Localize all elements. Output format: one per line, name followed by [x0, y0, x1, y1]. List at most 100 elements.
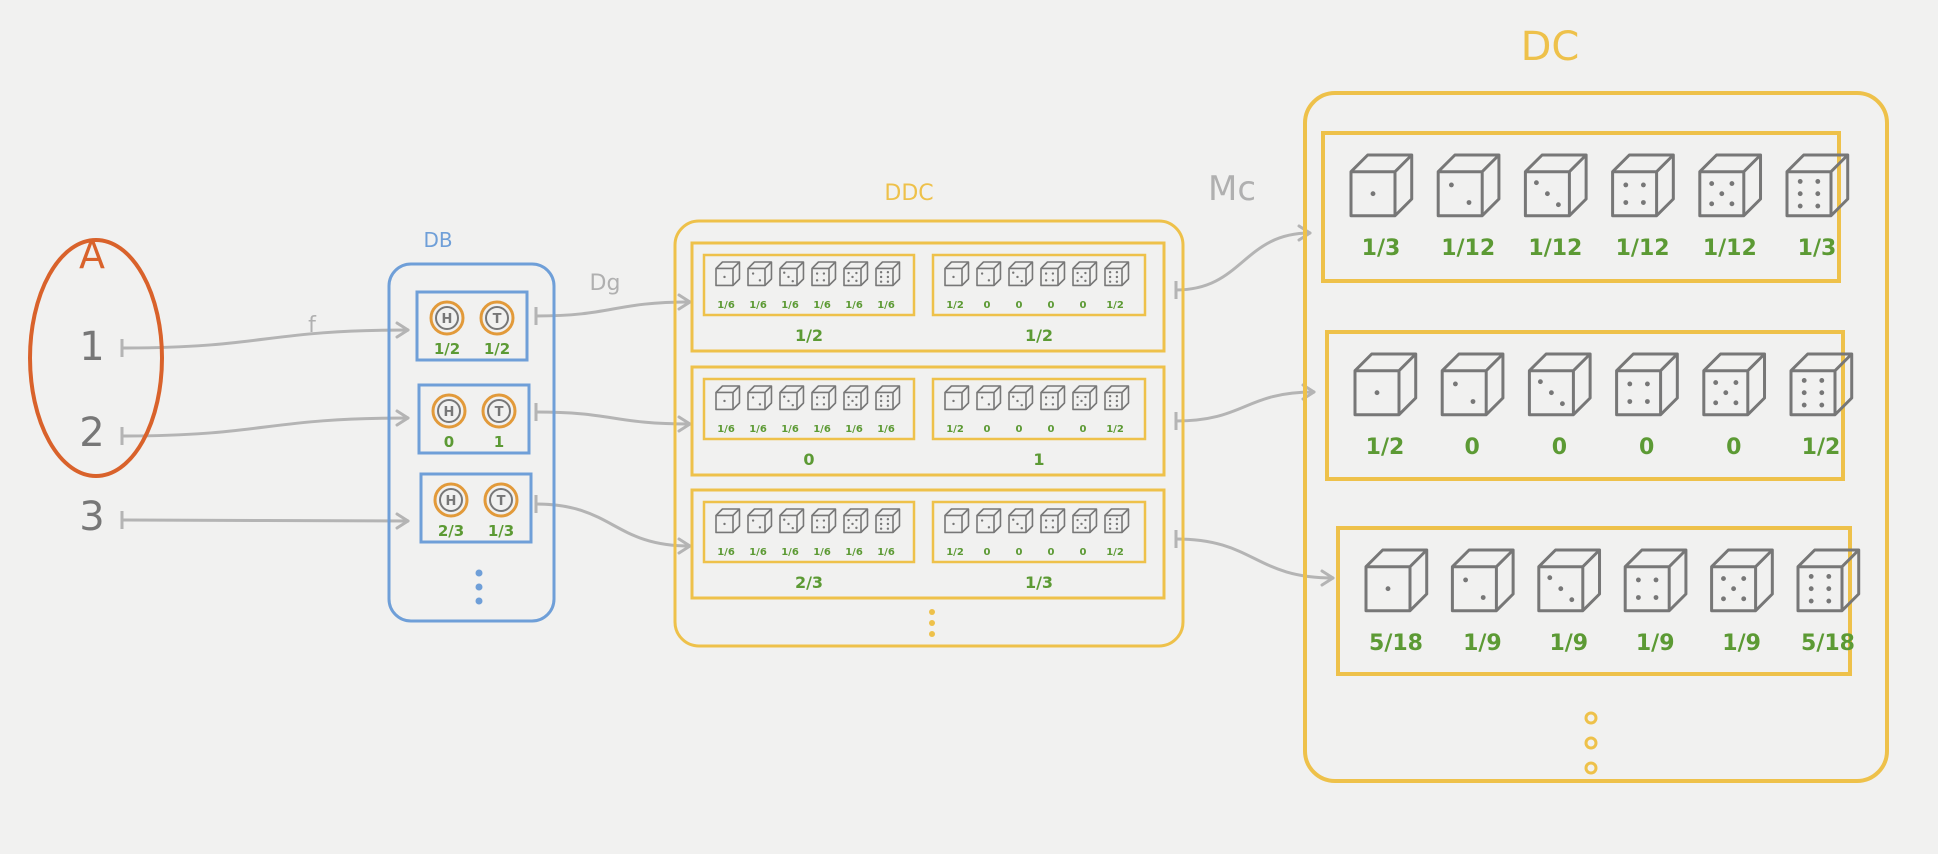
small-die-prob: 0	[1016, 424, 1023, 435]
die-outline	[1440, 352, 1505, 417]
die-pip	[1448, 182, 1454, 188]
die-pip	[1797, 178, 1803, 184]
die-edges	[780, 385, 805, 410]
die-pip	[751, 272, 755, 275]
die-pip	[1115, 404, 1119, 407]
small-die-prob: 1/6	[749, 547, 767, 558]
large-die-1	[1364, 548, 1429, 613]
small-die-prob: 0	[1048, 300, 1055, 311]
die-edges	[844, 508, 869, 533]
large-die-4	[1615, 352, 1679, 417]
die-pip	[952, 399, 955, 403]
large-die-prob: 1/2	[1366, 435, 1405, 460]
small-die-2	[747, 261, 773, 287]
die-outline	[843, 508, 869, 534]
die-outline	[1364, 548, 1429, 613]
die-edges	[1442, 352, 1504, 415]
die-edges	[1438, 153, 1500, 216]
large-die-prob: 0	[1552, 435, 1567, 460]
small-die-5	[1072, 261, 1098, 287]
die-pip	[855, 279, 858, 283]
die-edges	[1009, 508, 1034, 533]
ddc-inner-distribution-box	[702, 500, 916, 564]
die-pip	[822, 396, 826, 399]
die-pip	[1533, 180, 1539, 186]
die-pip	[1627, 399, 1633, 404]
die-pip	[1559, 401, 1565, 407]
small-die-prob: 0	[1080, 424, 1087, 435]
large-die-5	[1710, 548, 1774, 613]
die-pip	[1076, 526, 1079, 530]
large-die-prob: 1/9	[1463, 631, 1502, 656]
ddc-weight: 1/3	[1025, 573, 1053, 592]
ddc-ellipsis-dot	[929, 631, 935, 637]
ddc-ellipsis-dot	[929, 609, 935, 615]
ddc-weight: 0	[803, 450, 814, 469]
die-pip	[751, 396, 755, 399]
die-pip	[1635, 595, 1641, 600]
large-die-4	[1623, 548, 1688, 613]
small-die-3	[1008, 385, 1034, 411]
large-die-5	[1702, 352, 1767, 417]
map-mc-label: Mc	[1208, 169, 1256, 209]
dc-ellipsis-dot	[1584, 736, 1598, 750]
ddc-weight: 1/2	[795, 326, 823, 345]
die-outline	[1072, 385, 1098, 411]
die-pip	[1084, 279, 1087, 283]
die-outline	[875, 385, 901, 411]
ddc-inner-distribution-box	[931, 253, 1147, 317]
die-pip	[1548, 390, 1554, 396]
die-edges	[1529, 352, 1592, 415]
die-pip	[1115, 399, 1119, 403]
die-pip	[879, 518, 883, 521]
die-edges	[1041, 261, 1066, 286]
die-pip	[1635, 577, 1641, 583]
map-dg-label: Dg	[590, 271, 621, 296]
die-pip	[1051, 272, 1055, 275]
die-edges	[876, 508, 901, 533]
large-die-prob: 5/18	[1801, 631, 1855, 656]
small-die-1	[715, 261, 741, 287]
die-edges	[1073, 261, 1098, 286]
die-pip	[1076, 395, 1079, 399]
ddc-ellipsis-dot	[929, 620, 935, 626]
small-die-6	[875, 261, 901, 287]
die-edges	[748, 508, 773, 533]
die-outline	[779, 508, 805, 534]
set-ddc-label: DDC	[884, 181, 933, 206]
small-die-prob: 1/2	[1106, 300, 1124, 311]
die-pip	[1801, 377, 1807, 383]
die-pip	[847, 403, 850, 407]
die-pip	[1084, 395, 1087, 399]
die-pip	[980, 272, 984, 275]
db-ellipsis-dot	[475, 569, 483, 577]
die-edges	[1105, 508, 1130, 533]
die-pip	[847, 271, 850, 275]
die-outline	[1072, 508, 1098, 534]
small-die-5	[843, 261, 869, 287]
small-die-prob: 0	[1048, 547, 1055, 558]
die-outline	[944, 385, 970, 411]
die-pip	[1044, 519, 1048, 522]
die-pip	[987, 526, 991, 529]
coin-face-H: H	[444, 405, 455, 420]
coin-inner	[485, 306, 509, 330]
set-a-element-2: 2	[79, 410, 104, 456]
large-die-1	[1353, 352, 1418, 417]
small-die-prob: 0	[984, 424, 991, 435]
die-edges	[1009, 385, 1034, 410]
die-pip	[791, 280, 794, 283]
large-die-5	[1698, 153, 1763, 218]
die-edges	[1041, 385, 1066, 410]
die-pip	[1709, 181, 1715, 187]
large-die-6	[1796, 548, 1861, 613]
die-pip	[1729, 181, 1735, 187]
set-db-box	[387, 262, 556, 623]
die-edges	[1616, 352, 1679, 415]
die-edges	[876, 385, 901, 410]
die-pip	[783, 395, 786, 398]
small-die-prob: 0	[1016, 547, 1023, 558]
small-die-prob: 1/6	[845, 424, 863, 435]
